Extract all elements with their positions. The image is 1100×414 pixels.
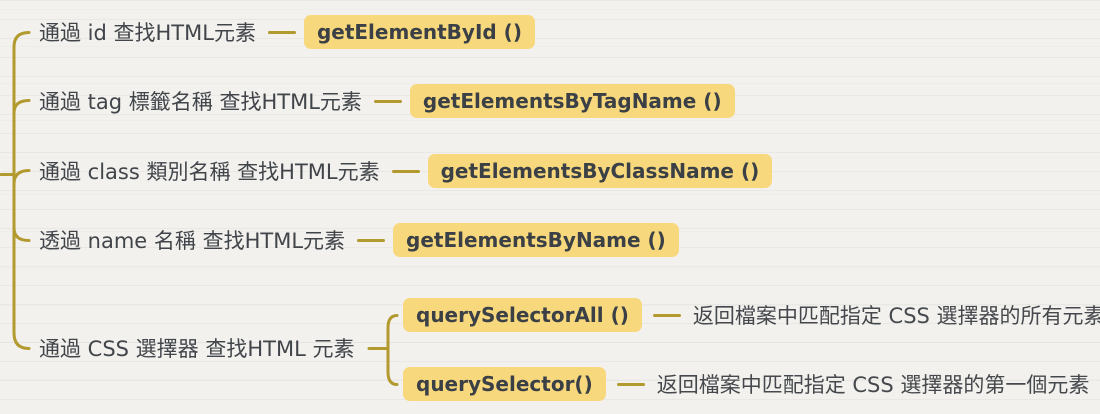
- connector-dash: [267, 30, 296, 34]
- connector-dash: [391, 169, 420, 173]
- css-sub-brace-line: [386, 314, 399, 386]
- connector-dash: [652, 313, 681, 317]
- branch-label-tag[interactable]: 通過 tag 標籤名稱 查找HTML元素: [39, 90, 362, 114]
- description-queryselector[interactable]: 返回檔案中匹配指定 CSS 選擇器的第一個元素: [656, 373, 1090, 397]
- branch-row-name: 透過 name 名稱 查找HTML元素 getElementsByName (): [39, 222, 679, 258]
- branch-row-css: 通過 CSS 選擇器 查找HTML 元素: [39, 330, 354, 366]
- description-queryselectorall[interactable]: 返回檔案中匹配指定 CSS 選擇器的所有元素: [692, 304, 1100, 328]
- method-chip-getelementsbyclassname[interactable]: getElementsByClassName (): [427, 154, 773, 188]
- branch-curve-class: [12, 169, 31, 186]
- branch-label-css[interactable]: 通過 CSS 選擇器 查找HTML 元素: [39, 337, 355, 361]
- method-chip-getelementsbyname[interactable]: getElementsByName (): [393, 223, 679, 257]
- connector-dash: [373, 99, 402, 103]
- method-chip-getelementbyid[interactable]: getElementById (): [303, 15, 535, 49]
- sub-row-queryselectorall: querySelectorAll () 返回檔案中匹配指定 CSS 選擇器的所有…: [403, 297, 1100, 333]
- method-chip-queryselectorall[interactable]: querySelectorAll (): [403, 298, 642, 332]
- connector-dash: [357, 238, 386, 242]
- branch-label-name[interactable]: 透過 name 名稱 查找HTML元素: [39, 229, 346, 253]
- connector-dash: [616, 382, 645, 386]
- method-chip-getelementsbytagname[interactable]: getElementsByTagName (): [409, 84, 735, 118]
- main-brace-line: [12, 31, 31, 350]
- branch-curve-tag: [12, 99, 31, 115]
- branch-row-class: 通過 class 類別名稱 查找HTML元素 getElementsByClas…: [39, 153, 773, 189]
- branch-label-class[interactable]: 通過 class 類別名稱 查找HTML元素: [39, 160, 380, 184]
- branch-curve-name: [12, 226, 31, 242]
- sub-row-queryselector: querySelector() 返回檔案中匹配指定 CSS 選擇器的第一個元素: [403, 366, 1089, 402]
- method-chip-queryselector[interactable]: querySelector(): [403, 367, 606, 401]
- branch-row-tag: 通過 tag 標籤名稱 查找HTML元素 getElementsByTagNam…: [39, 83, 735, 119]
- branch-label-id[interactable]: 通過 id 查找HTML元素: [39, 21, 256, 45]
- branch-row-id: 通過 id 查找HTML元素 getElementById (): [39, 14, 535, 50]
